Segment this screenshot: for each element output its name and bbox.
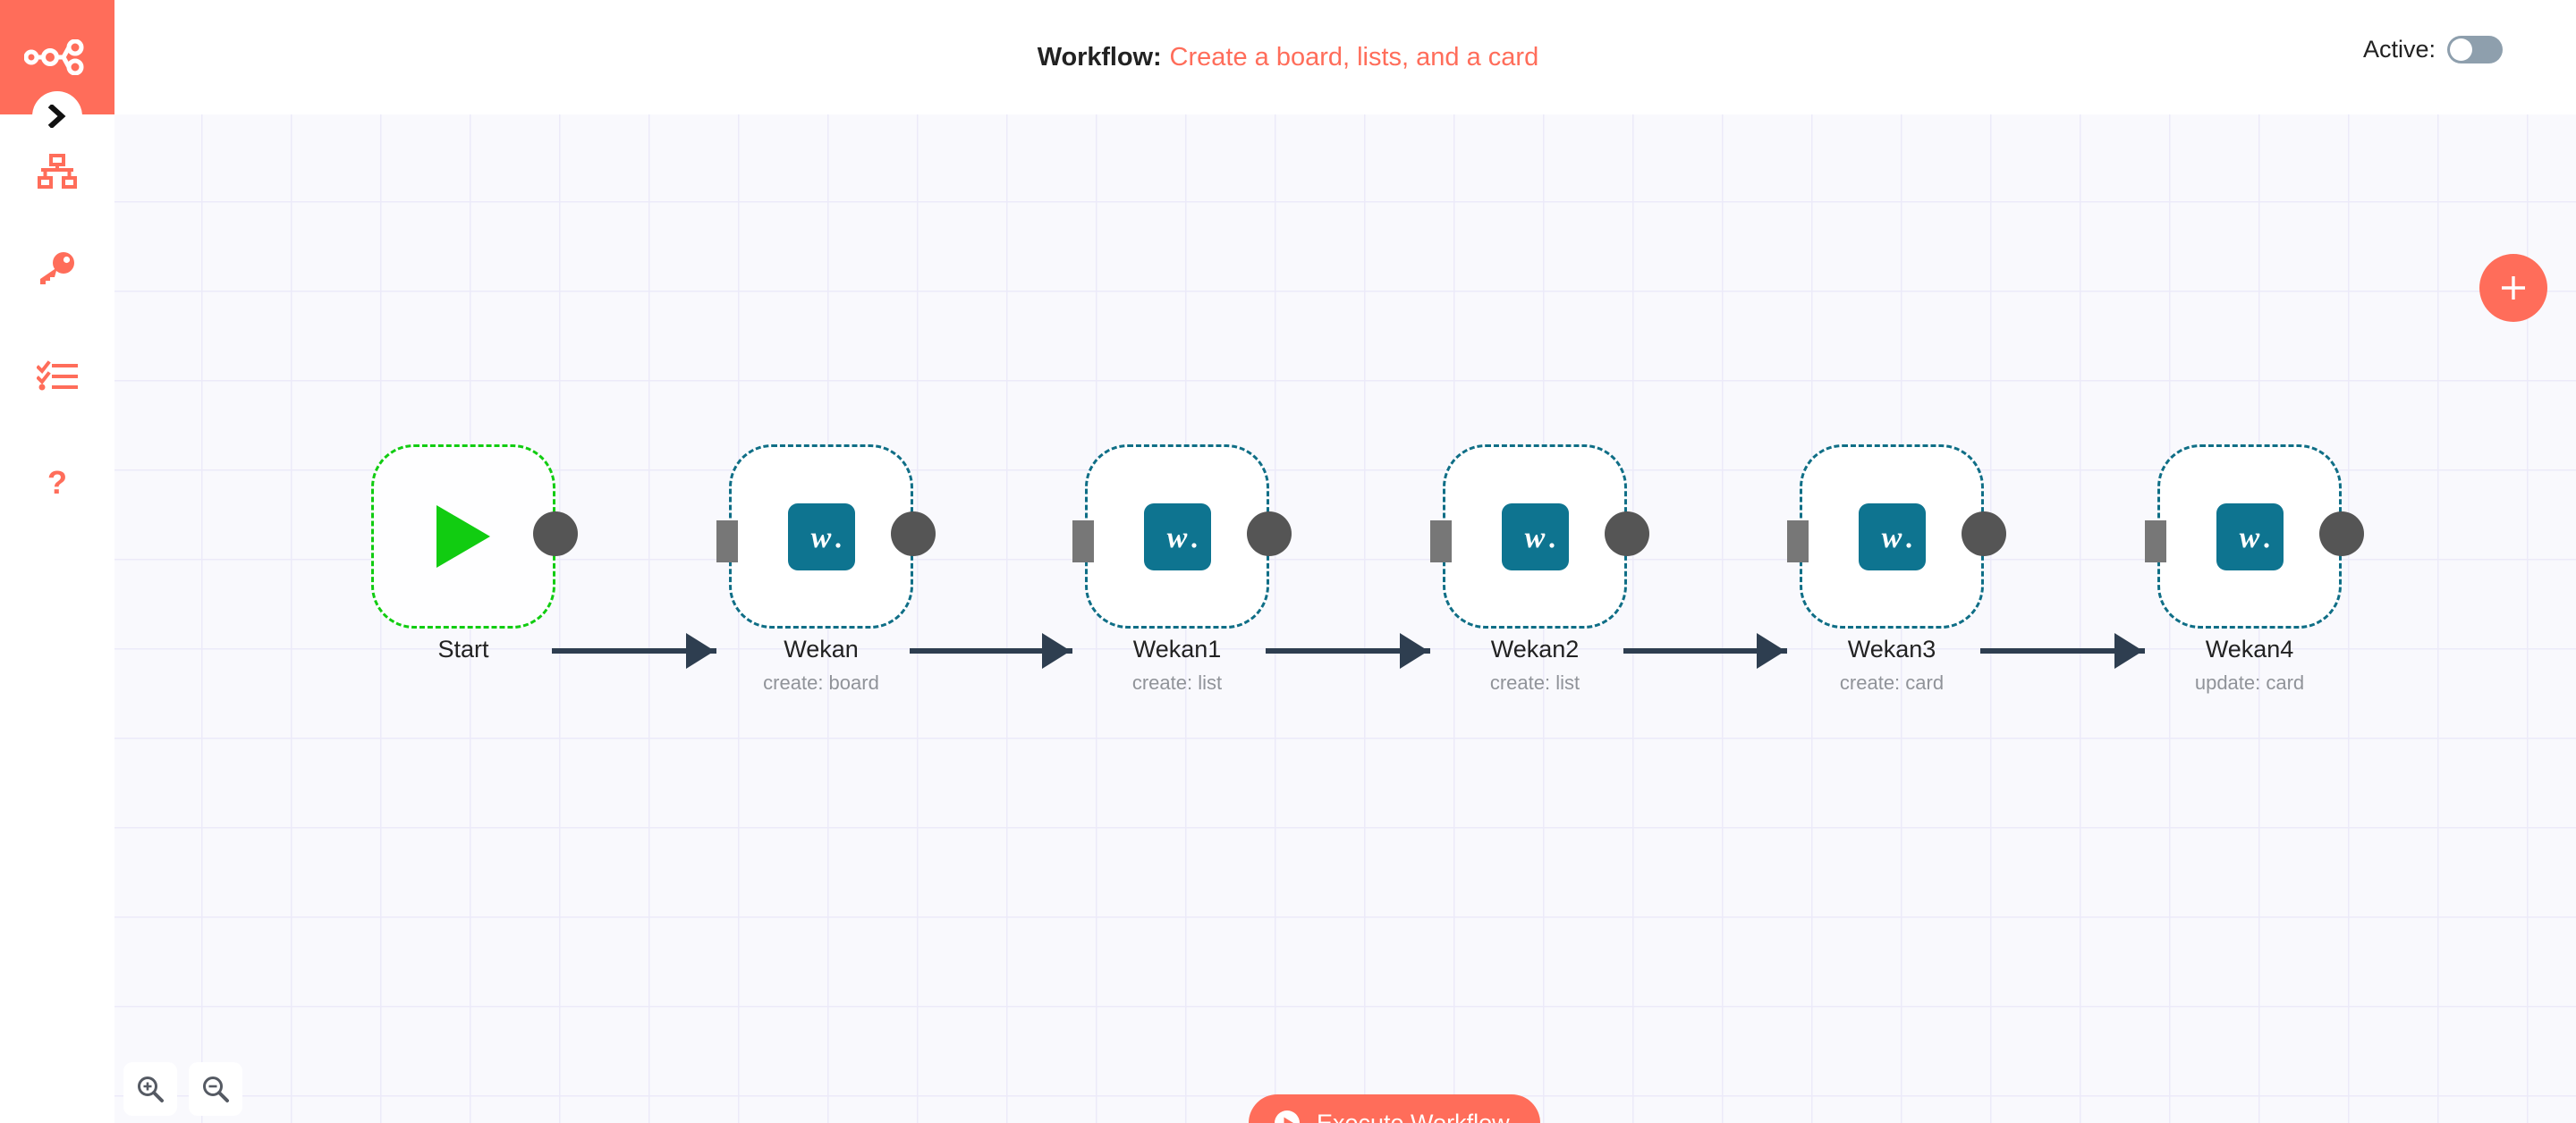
- task-list-icon: [37, 360, 78, 391]
- svg-text:w: w: [1525, 521, 1546, 554]
- wekan-logo-icon: w: [1501, 502, 1569, 570]
- node-sublabel: create: list: [1131, 671, 1223, 694]
- svg-text:?: ?: [47, 466, 67, 501]
- node-output-port[interactable]: [2319, 511, 2364, 556]
- node-box-wekan1[interactable]: w: [1085, 444, 1269, 629]
- plus-icon: [2502, 276, 2525, 300]
- workflow-label: Workflow:: [1037, 42, 1162, 72]
- node-output-port[interactable]: [1247, 511, 1292, 556]
- node-label: Wekan2: [1490, 636, 1580, 663]
- connector-arrow-icon: [1400, 633, 1428, 669]
- connector-arrow-icon: [1042, 633, 1071, 669]
- connector-start-to-wekan[interactable]: [552, 648, 716, 654]
- wekan-logo-icon: w: [2216, 502, 2284, 570]
- execute-workflow-button[interactable]: Execute Workflow: [1249, 1094, 1540, 1123]
- play-triangle-icon: [436, 505, 490, 568]
- add-node-button[interactable]: [2479, 254, 2547, 322]
- node-output-port[interactable]: [1962, 511, 2006, 556]
- sidebar-collapse-button[interactable]: [32, 91, 82, 141]
- zoom-out-button[interactable]: [189, 1062, 242, 1116]
- node-box-wekan3[interactable]: w: [1800, 444, 1984, 629]
- node-start[interactable]: Start: [371, 444, 578, 663]
- node-sublabel: create: list: [1489, 671, 1580, 694]
- question-mark-icon: ?: [47, 466, 67, 501]
- node-label: Wekan4: [2205, 636, 2294, 663]
- node-input-port[interactable]: [2145, 520, 2166, 562]
- node-sublabel: create: board: [763, 671, 879, 694]
- active-toggle-group: Active:: [2363, 36, 2503, 63]
- node-input-port[interactable]: [716, 520, 738, 562]
- sidebar-item-executions[interactable]: [0, 350, 114, 405]
- node-input-port[interactable]: [1787, 520, 1809, 562]
- zoom-controls: [123, 1062, 242, 1116]
- svg-text:w: w: [811, 521, 832, 554]
- node-label: Wekan1: [1132, 636, 1222, 663]
- wekan-logo-icon: w: [787, 502, 855, 570]
- node-input-port[interactable]: [1430, 520, 1452, 562]
- chevron-right-icon: [47, 105, 66, 128]
- sidebar-item-credentials[interactable]: [0, 241, 114, 297]
- node-sublabel: update: card: [2194, 671, 2305, 694]
- header-bar: Workflow: Create a board, lists, and a c…: [0, 0, 2576, 114]
- play-circle-icon: [1275, 1110, 1300, 1123]
- zoom-in-button[interactable]: [123, 1062, 177, 1116]
- node-box-wekan4[interactable]: w: [2157, 444, 2342, 629]
- node-sublabel: create: card: [1839, 671, 1945, 694]
- page-title: Workflow: Create a board, lists, and a c…: [0, 0, 2576, 114]
- node-label: Wekan: [784, 636, 859, 663]
- connector-wekan1-to-wekan2[interactable]: [1266, 648, 1430, 654]
- n8n-logo-icon: [24, 39, 84, 75]
- svg-text:w: w: [1167, 521, 1188, 554]
- connector-wekan2-to-wekan3[interactable]: [1623, 648, 1787, 654]
- svg-text:w: w: [1882, 521, 1902, 554]
- node-label: Start: [437, 636, 489, 663]
- node-box-wekan2[interactable]: w: [1443, 444, 1627, 629]
- active-label: Active:: [2362, 36, 2436, 63]
- connector-wekan3-to-wekan4[interactable]: [1980, 648, 2145, 654]
- node-input-port[interactable]: [1072, 520, 1094, 562]
- connector-arrow-icon: [1757, 633, 1785, 669]
- node-box-wekan[interactable]: w: [729, 444, 913, 629]
- wekan-logo-icon: w: [1858, 502, 1926, 570]
- node-output-port[interactable]: [533, 511, 578, 556]
- zoom-in-icon: [138, 1077, 164, 1102]
- workflow-name[interactable]: Create a board, lists, and a card: [1169, 42, 1539, 72]
- connector-wekan-to-wekan1[interactable]: [910, 648, 1072, 654]
- sidebar: ?: [0, 0, 114, 1123]
- sidebar-item-help[interactable]: ?: [0, 458, 114, 513]
- connector-arrow-icon: [2114, 633, 2143, 669]
- sitemap-icon: [38, 154, 77, 189]
- sidebar-item-workflows[interactable]: [0, 144, 114, 199]
- toggle-knob: [2450, 38, 2472, 61]
- active-toggle-switch[interactable]: [2447, 36, 2503, 63]
- execute-workflow-label: Execute Workflow: [1317, 1109, 1510, 1123]
- node-box-start[interactable]: [371, 444, 555, 629]
- key-icon: [40, 252, 74, 284]
- zoom-out-icon: [203, 1077, 229, 1102]
- wekan-logo-icon: w: [1143, 502, 1211, 570]
- node-output-port[interactable]: [1605, 511, 1649, 556]
- connector-arrow-icon: [686, 633, 715, 669]
- svg-text:w: w: [2240, 521, 2260, 554]
- node-label: Wekan3: [1847, 636, 1936, 663]
- node-output-port[interactable]: [891, 511, 936, 556]
